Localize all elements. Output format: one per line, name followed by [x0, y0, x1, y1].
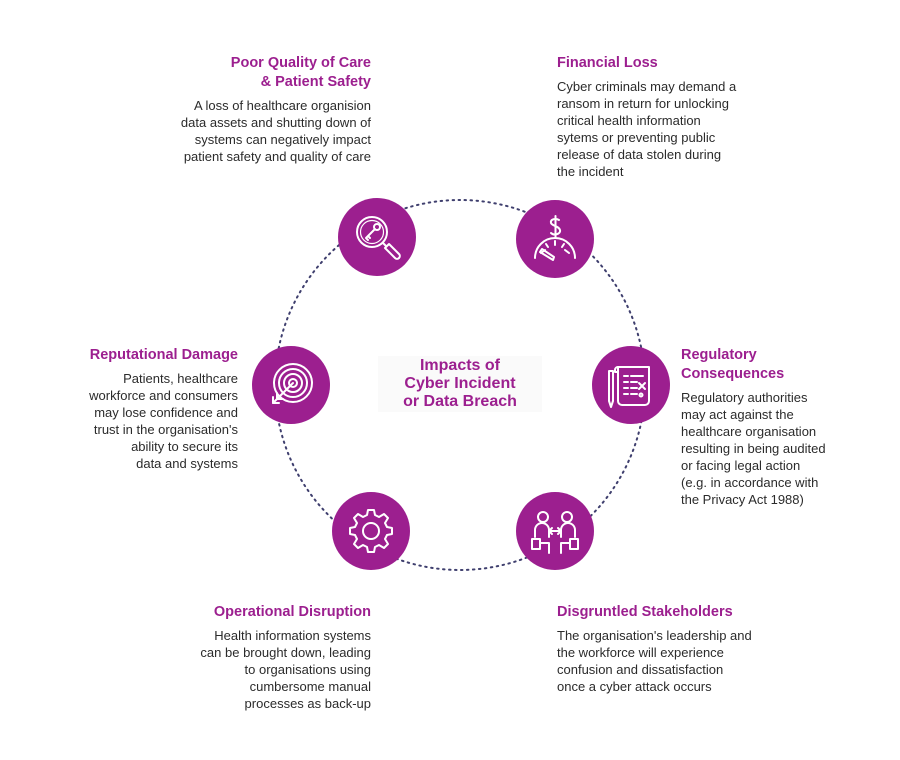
node-poor-quality-of-care — [338, 198, 416, 276]
desc-line: Regulatory authorities — [681, 390, 808, 405]
node-operational-disruption — [332, 492, 410, 570]
center-title: Impacts of Cyber Incident or Data Breach — [378, 356, 542, 412]
impact-description: A loss of healthcare organision data ass… — [110, 97, 371, 165]
desc-line: release of data stolen during — [557, 147, 722, 162]
desc-line: ransom in return for unlocking — [557, 96, 729, 111]
desc-line: once a cyber attack occurs — [557, 679, 712, 694]
impact-financial-loss: Financial Loss Cyber criminals may deman… — [557, 54, 797, 180]
desc-line: may lose confidence and — [94, 405, 238, 420]
title-line: Regulatory — [681, 347, 757, 363]
desc-line: data assets and shutting down of — [180, 115, 371, 130]
impact-title: Operational Disruption — [140, 603, 371, 622]
desc-line: A loss of healthcare organision — [193, 98, 371, 113]
node-regulatory-consequences — [592, 346, 670, 424]
title-line: Consequences — [681, 366, 785, 382]
desc-line: may act against the — [681, 407, 794, 422]
impact-description: Regulatory authorities may act against t… — [681, 389, 886, 508]
title-line: Poor Quality of Care — [230, 55, 371, 71]
impact-description: Patients, healthcare workforce and consu… — [38, 370, 238, 472]
impact-title: Financial Loss — [557, 54, 797, 73]
impact-title: Poor Quality of Care & Patient Safety — [110, 54, 371, 92]
legal-document-icon — [608, 366, 650, 408]
desc-line: critical health information — [557, 113, 701, 128]
desc-line: to organisations using — [244, 662, 371, 677]
title-line: Operational Disruption — [213, 604, 371, 620]
desc-line: resulting in being audited — [681, 441, 826, 456]
desc-line: cumbersome manual — [249, 679, 371, 694]
node-disgruntled-stakeholders — [516, 492, 594, 570]
title-line: Reputational Damage — [89, 347, 238, 363]
desc-line: Patients, healthcare — [123, 371, 238, 386]
title-line: Financial Loss — [557, 55, 658, 71]
desc-line: data and systems — [136, 456, 238, 471]
desc-line: systems can negatively impact — [194, 132, 371, 147]
desc-line: the workforce will experience — [557, 645, 724, 660]
stakeholders-icon — [531, 511, 579, 554]
desc-line: the Privacy Act 1988) — [681, 492, 804, 507]
dollar-gauge-icon — [534, 215, 576, 261]
node-reputational-damage — [252, 346, 330, 424]
title-line: & Patient Safety — [260, 74, 371, 90]
target-arrow-icon — [272, 363, 313, 404]
desc-line: trust in the organisation's — [93, 422, 238, 437]
desc-line: processes as back-up — [244, 696, 371, 711]
impact-description: The organisation's leadership and the wo… — [557, 627, 817, 695]
desc-line: Cyber criminals may demand a — [557, 79, 737, 94]
impact-poor-quality-of-care: Poor Quality of Care & Patient Safety A … — [110, 54, 371, 165]
gear-icon — [349, 509, 393, 553]
desc-line: ability to secure its — [131, 439, 238, 454]
impact-description: Cyber criminals may demand a ransom in r… — [557, 78, 797, 180]
impact-reputational-damage: Reputational Damage Patients, healthcare… — [38, 346, 238, 472]
center-title-line: Impacts of — [419, 357, 500, 374]
title-line: Disgruntled Stakeholders — [557, 604, 733, 620]
desc-line: (e.g. in accordance with — [681, 475, 819, 490]
impact-regulatory-consequences: Regulatory Consequences Regulatory autho… — [681, 346, 886, 508]
desc-line: patient safety and quality of care — [183, 149, 371, 164]
desc-line: the incident — [557, 164, 624, 179]
desc-line: or facing legal action — [681, 458, 801, 473]
desc-line: can be brought down, leading — [200, 645, 371, 660]
impact-operational-disruption: Operational Disruption Health informatio… — [140, 603, 371, 712]
node-financial-loss — [516, 200, 594, 278]
center-title-line: Cyber Incident — [404, 375, 516, 392]
desc-line: workforce and consumers — [89, 388, 238, 403]
impact-disgruntled-stakeholders: Disgruntled Stakeholders The organisatio… — [557, 603, 817, 695]
impact-description: Health information systems can be brough… — [140, 627, 371, 712]
magnifier-key-icon — [356, 216, 401, 260]
impact-title: Regulatory Consequences — [681, 346, 886, 384]
impact-title: Disgruntled Stakeholders — [557, 603, 817, 622]
desc-line: The organisation's leadership and — [557, 628, 752, 643]
desc-line: healthcare organisation — [681, 424, 817, 439]
center-title-line: or Data Breach — [403, 393, 517, 410]
desc-line: Health information systems — [214, 628, 371, 643]
desc-line: confusion and dissatisfaction — [557, 662, 724, 677]
impact-title: Reputational Damage — [38, 346, 238, 365]
desc-line: sytems or preventing public — [557, 130, 716, 145]
